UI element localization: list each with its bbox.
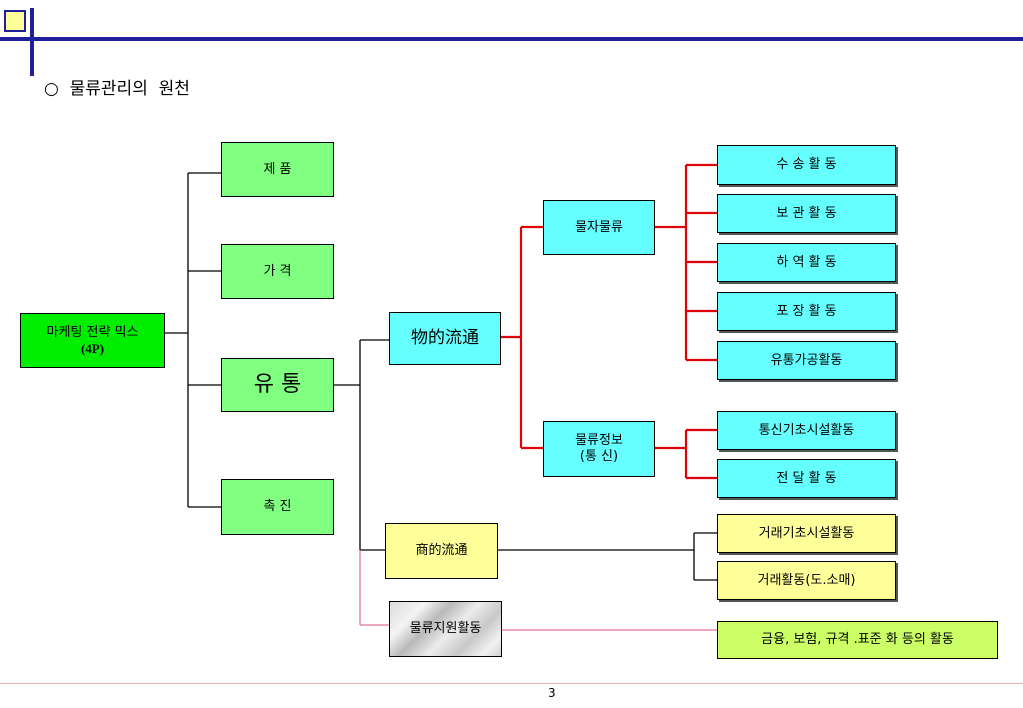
finance-activity-box: 금융, 보험, 규격 .표준 화 등의 활동: [717, 621, 998, 659]
comm-infra-activity-box: 통신기초시설활동: [717, 411, 896, 450]
storage-activity-box: 보 관 활 동: [717, 194, 896, 233]
marketing-mix-box: 마케팅 전략 믹스 (4P): [20, 313, 165, 368]
logistics-info-box: 물류정보 (통 신): [543, 421, 655, 477]
physical-distribution-box: 物的流通: [389, 312, 501, 365]
logistics-info-sublabel: (통 신): [579, 449, 619, 464]
product-box: 제 품: [221, 142, 334, 197]
header-accent-square: [4, 10, 26, 32]
delivery-activity-box: 전 달 활 동: [717, 459, 896, 498]
marketing-mix-label: 마케팅 전략 믹스: [46, 324, 139, 340]
packaging-activity-box: 포 장 활 동: [717, 292, 896, 331]
marketing-mix-4p-label: (4P): [80, 340, 105, 356]
processing-activity-box: 유통가공활동: [717, 341, 896, 380]
trade-activity-box: 거래활동(도.소매): [717, 561, 896, 600]
price-box: 가 격: [221, 244, 334, 299]
footer-rule: [0, 683, 1023, 684]
loading-activity-box: 하 역 활 동: [717, 243, 896, 282]
distribution-box: 유 통: [221, 358, 334, 412]
material-logistics-box: 물자물류: [543, 200, 655, 255]
trade-infra-activity-box: 거래기초시설활동: [717, 514, 896, 553]
header-horizontal-rule: [0, 37, 1023, 41]
page-number: 3: [548, 686, 556, 700]
commercial-distribution-box: 商的流通: [385, 523, 498, 579]
logistics-info-label: 물류정보: [575, 433, 623, 449]
header-vertical-rule: [30, 8, 34, 76]
transport-activity-box: 수 송 활 동: [717, 145, 896, 185]
promotion-box: 촉 진: [221, 479, 334, 535]
logistics-support-box: 물류지원활동: [389, 601, 502, 657]
slide-title: ○ 물류관리의 원천: [44, 79, 190, 99]
